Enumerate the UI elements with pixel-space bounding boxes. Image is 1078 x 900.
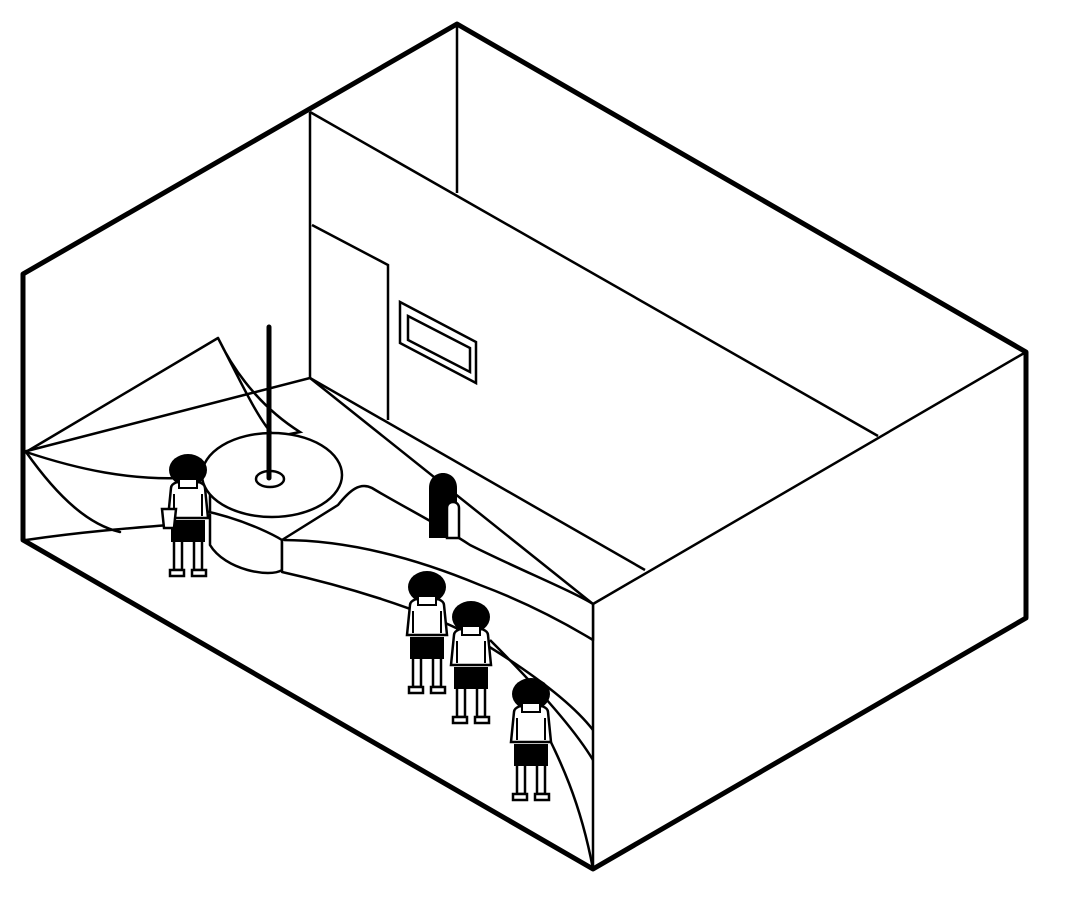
walls [22, 24, 1027, 869]
person-icon [405, 569, 449, 695]
door [311, 223, 390, 420]
floor [24, 336, 304, 542]
fan-platform [216, 337, 304, 439]
round-table [200, 431, 344, 575]
cup-icon [160, 507, 178, 530]
person-icon [429, 473, 461, 540]
person-icon [449, 599, 493, 725]
window [398, 299, 478, 386]
person-icon [509, 676, 553, 802]
